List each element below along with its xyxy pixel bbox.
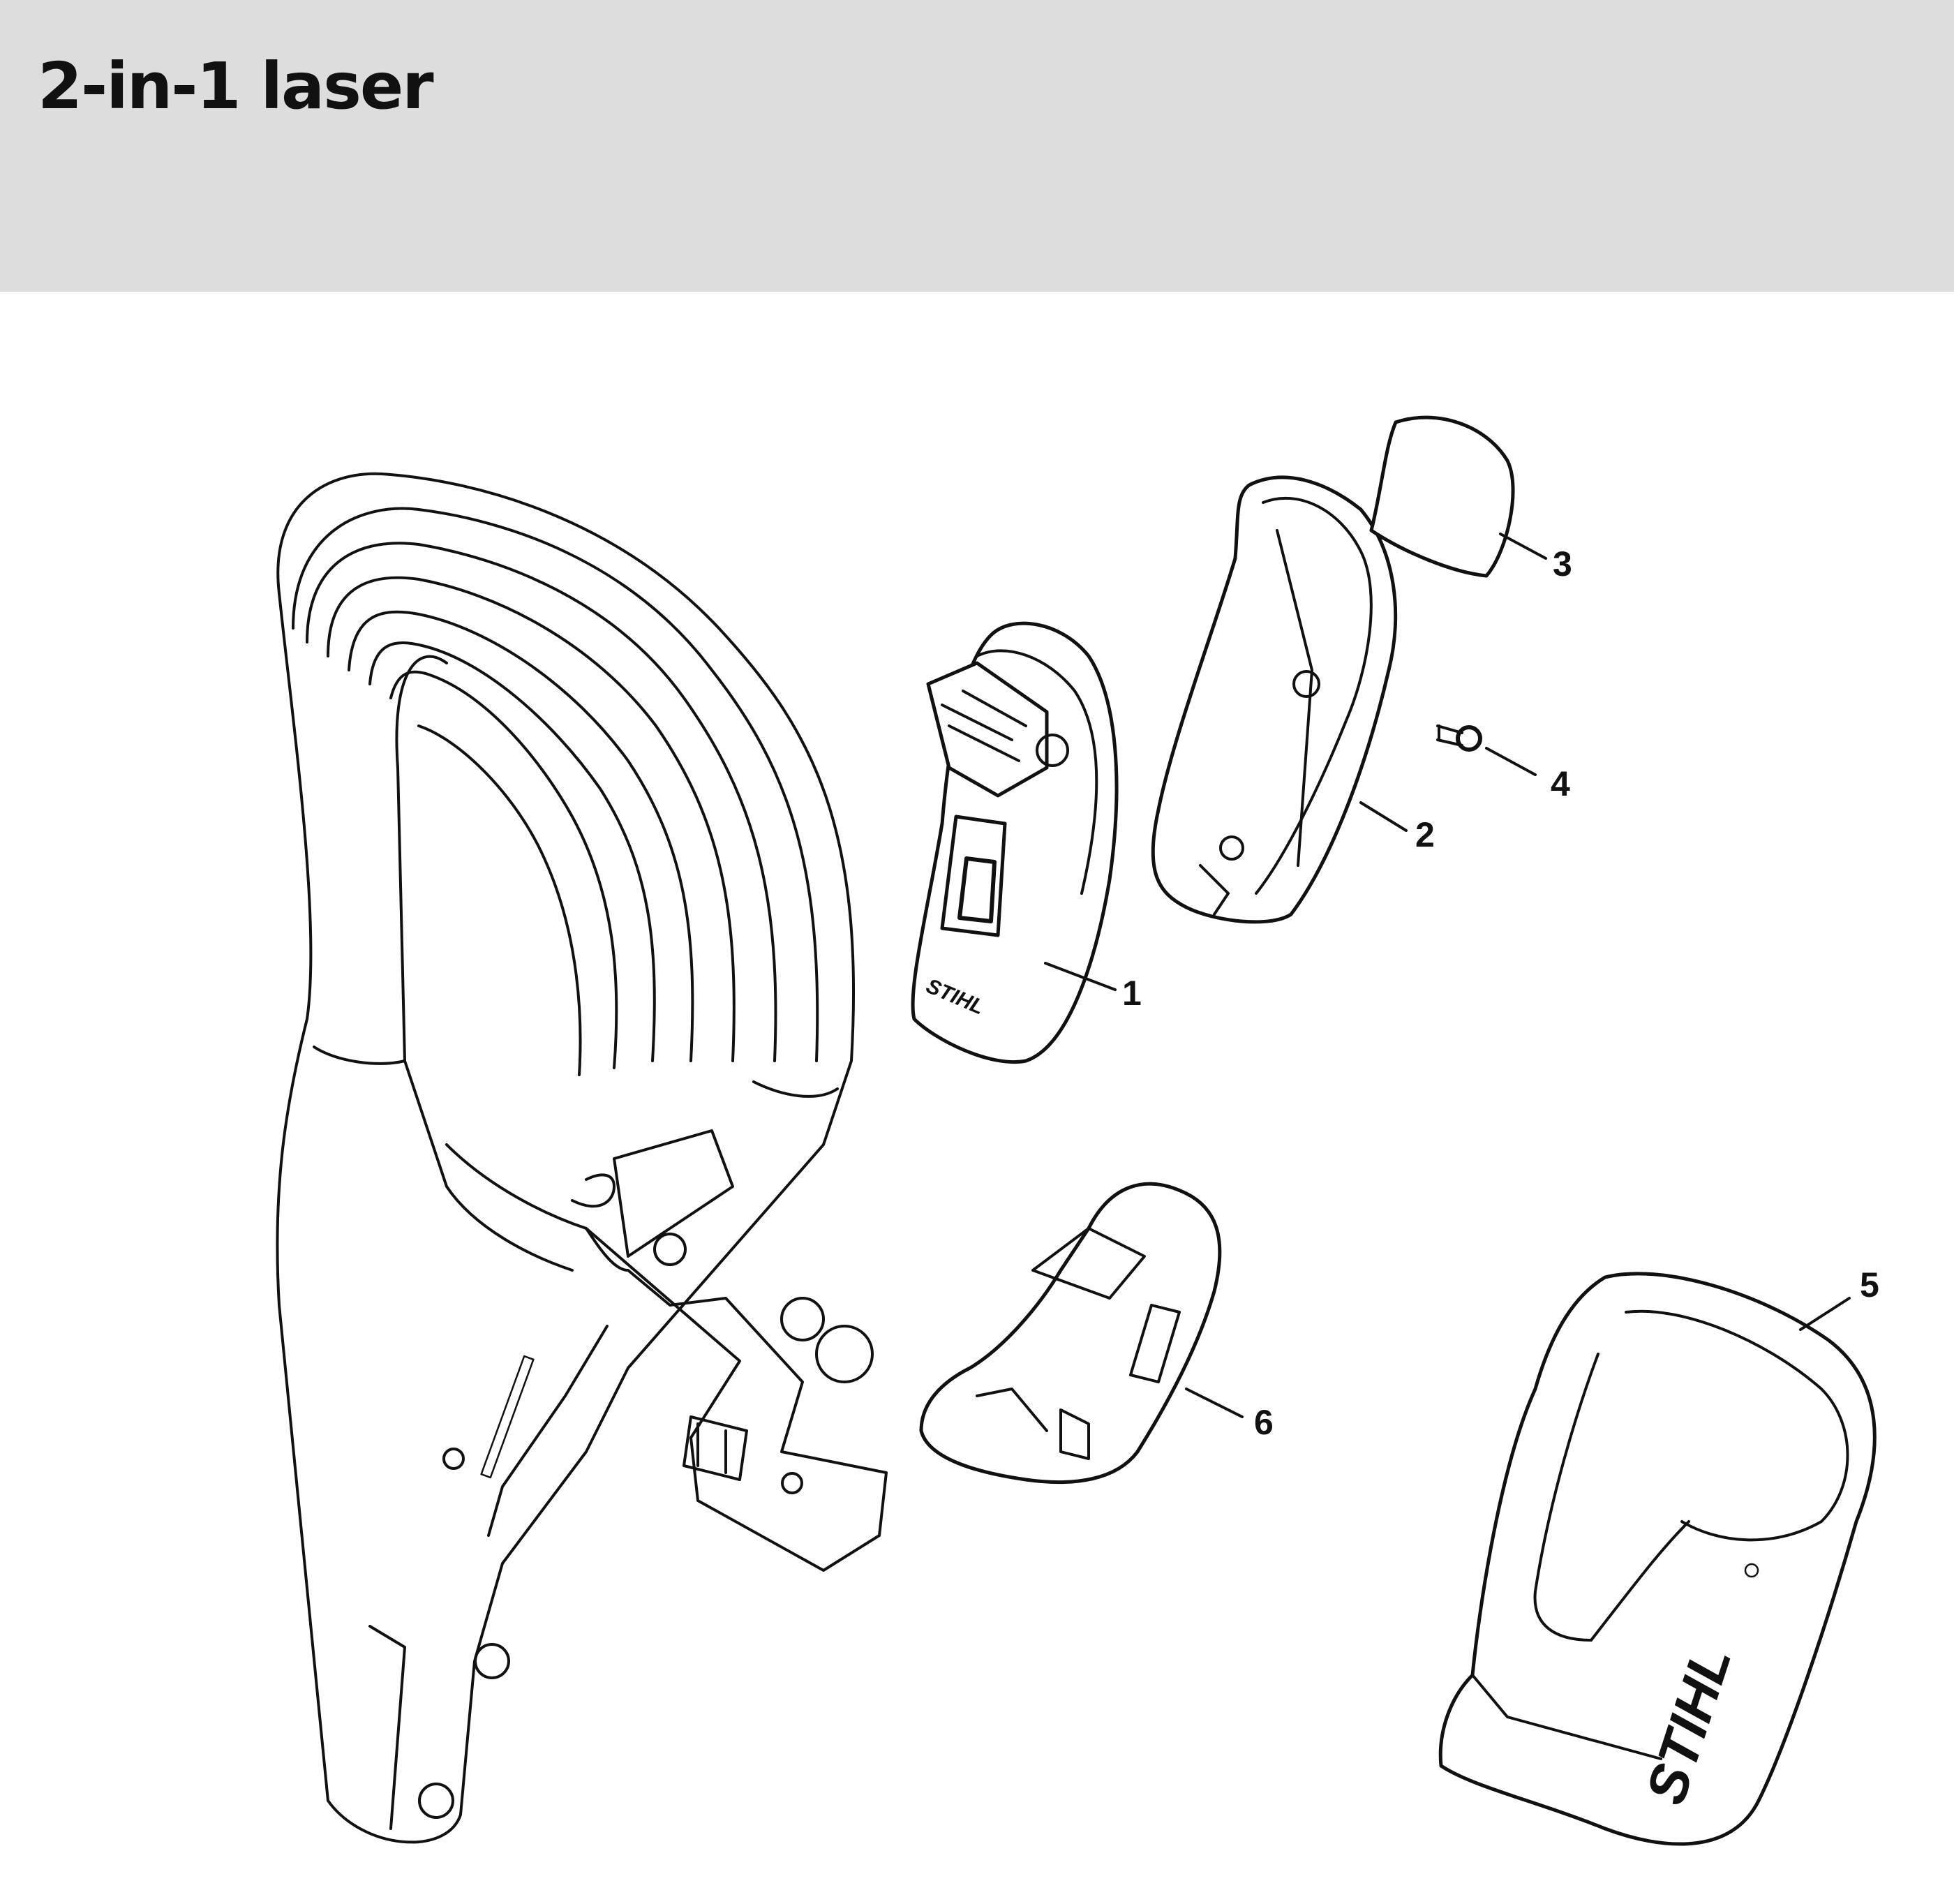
leader-line-4 [1485, 747, 1537, 776]
callout-6: 6 [1254, 1403, 1274, 1442]
leader-line-2 [1359, 801, 1408, 832]
front-handle-drawing [276, 472, 888, 1844]
leader-line-3 [1499, 533, 1547, 560]
leader-line-6 [1185, 1388, 1244, 1418]
part-5-holster: STIHL [1438, 1272, 1877, 1846]
leader-line-1 [1044, 962, 1117, 991]
part-6-bracket [919, 1182, 1222, 1485]
callout-5: 5 [1860, 1265, 1879, 1304]
header-bar: 2-in-1 laser [0, 0, 1954, 292]
part-4-screw [1436, 724, 1482, 752]
page-title: 2-in-1 laser [38, 49, 434, 124]
part-2-laser-housing [1151, 475, 1398, 924]
callout-1: 1 [1122, 974, 1142, 1013]
callout-2: 2 [1415, 815, 1435, 854]
part-1-switch-housing: STIHL [911, 621, 1119, 1064]
callout-3: 3 [1553, 544, 1572, 583]
leader-line-5 [1799, 1297, 1851, 1331]
leader-lines [1044, 533, 1851, 1418]
callout-4: 4 [1551, 764, 1570, 803]
part-3-lens [1369, 415, 1515, 578]
